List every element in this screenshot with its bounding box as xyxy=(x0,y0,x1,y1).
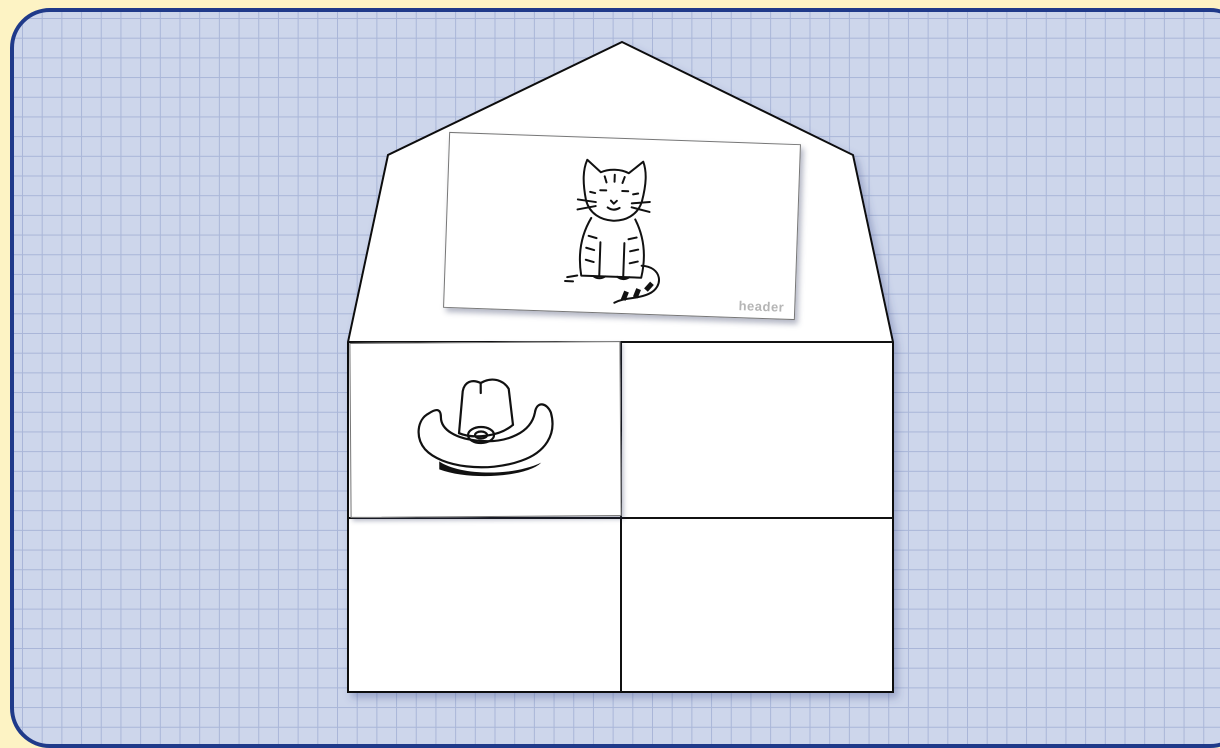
cell-bottom-right[interactable] xyxy=(622,519,892,691)
cell-top-right[interactable] xyxy=(622,343,892,517)
cowboy-hat-icon xyxy=(411,372,562,483)
tiger-cat-icon xyxy=(552,151,688,315)
cell-bottom-left[interactable] xyxy=(349,519,620,691)
header-card[interactable]: header xyxy=(443,132,801,320)
header-label: header xyxy=(738,298,784,315)
hat-card[interactable] xyxy=(349,341,621,518)
